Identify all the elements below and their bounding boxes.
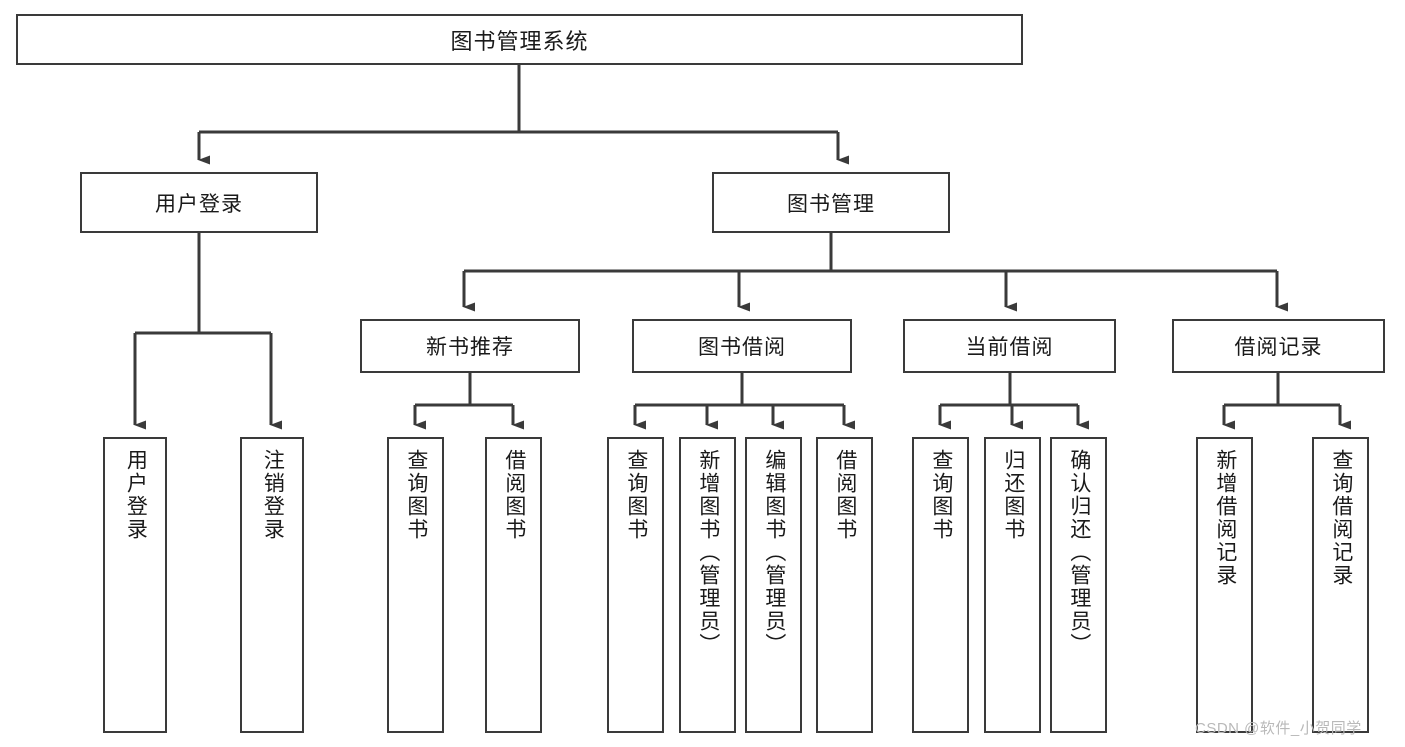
leaf-return-book[interactable]: 归还图书 bbox=[984, 437, 1041, 733]
node-root-system[interactable]: 图书管理系统 bbox=[16, 14, 1023, 65]
leaf-query-book-borrow[interactable]: 查询图书 bbox=[607, 437, 664, 733]
node-label: 借阅图书 bbox=[502, 449, 526, 541]
leaf-borrow-book[interactable]: 借阅图书 bbox=[816, 437, 873, 733]
leaf-add-book-admin[interactable]: 新增图书（管理员） bbox=[679, 437, 736, 733]
node-label: 新增借阅记录 bbox=[1213, 449, 1237, 587]
node-label: 图书管理系统 bbox=[450, 28, 589, 54]
node-label: 用户登录 bbox=[124, 449, 148, 541]
node-label: 借阅记录 bbox=[1234, 336, 1323, 359]
csdn-watermark: CSDN @软件_小贺同学 bbox=[1195, 720, 1362, 737]
node-label: 用户登录 bbox=[155, 192, 243, 216]
leaf-edit-book-admin[interactable]: 编辑图书（管理员） bbox=[745, 437, 802, 733]
leaf-confirm-return-admin[interactable]: 确认归还（管理员） bbox=[1050, 437, 1107, 733]
node-label: 当前借阅 bbox=[965, 336, 1054, 359]
node-book-management[interactable]: 图书管理 bbox=[712, 172, 950, 233]
node-label: 查询图书 bbox=[404, 449, 428, 541]
node-label: 查询借阅记录 bbox=[1329, 449, 1353, 587]
leaf-query-borrow-record[interactable]: 查询借阅记录 bbox=[1312, 437, 1369, 733]
node-user-login[interactable]: 用户登录 bbox=[80, 172, 318, 233]
node-label: 新增图书（管理员） bbox=[696, 449, 720, 656]
node-new-book-recommend[interactable]: 新书推荐 bbox=[360, 319, 580, 373]
leaf-query-book-rec[interactable]: 查询图书 bbox=[387, 437, 444, 733]
leaf-add-borrow-record[interactable]: 新增借阅记录 bbox=[1196, 437, 1253, 733]
leaf-borrow-book-rec[interactable]: 借阅图书 bbox=[485, 437, 542, 733]
node-borrow-record[interactable]: 借阅记录 bbox=[1172, 319, 1385, 373]
node-label: 借阅图书 bbox=[833, 449, 857, 541]
node-label: 新书推荐 bbox=[426, 336, 514, 359]
node-current-borrow[interactable]: 当前借阅 bbox=[903, 319, 1116, 373]
leaf-query-book-current[interactable]: 查询图书 bbox=[912, 437, 969, 733]
node-label: 注销登录 bbox=[261, 449, 285, 541]
leaf-user-login[interactable]: 用户登录 bbox=[103, 437, 167, 733]
node-label: 归还图书 bbox=[1001, 449, 1025, 541]
leaf-logout[interactable]: 注销登录 bbox=[240, 437, 304, 733]
node-book-borrow[interactable]: 图书借阅 bbox=[632, 319, 852, 373]
node-label: 图书管理 bbox=[787, 192, 875, 216]
node-label: 查询图书 bbox=[624, 449, 648, 541]
node-label: 确认归还（管理员） bbox=[1067, 449, 1091, 656]
node-label: 图书借阅 bbox=[698, 336, 786, 359]
node-label: 查询图书 bbox=[929, 449, 953, 541]
node-label: 编辑图书（管理员） bbox=[762, 449, 786, 656]
